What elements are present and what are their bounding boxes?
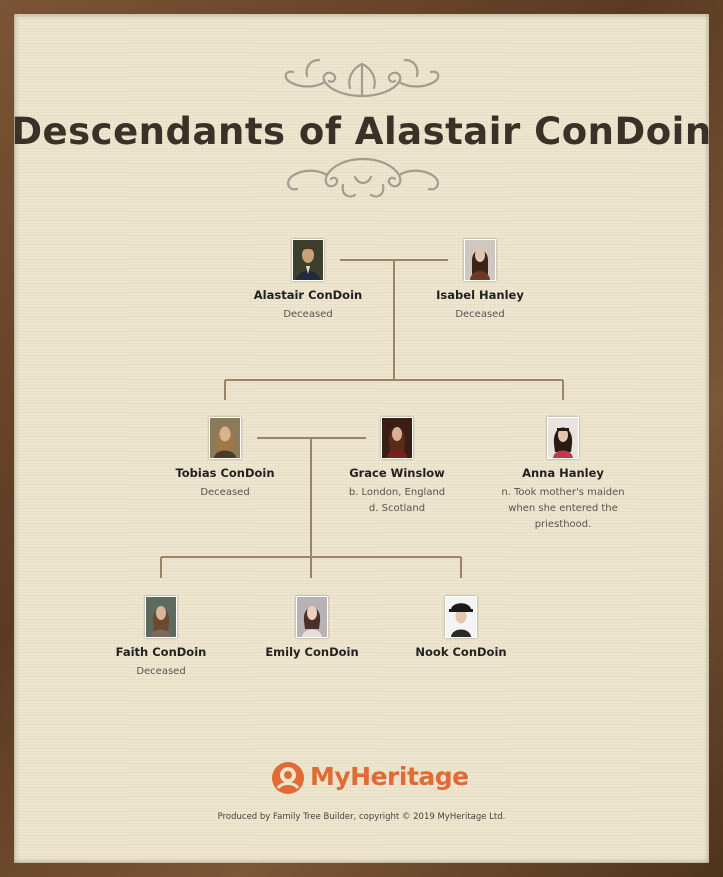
person-name: Grace Winslow [312,466,482,480]
avatar [464,239,496,281]
myheritage-logo: MyHeritage [270,760,460,796]
person-isabel[interactable]: Isabel Hanley Deceased [395,239,565,323]
person-detail: n. Took mother's maiden when she entered… [478,485,648,533]
person-name: Isabel Hanley [395,288,565,302]
avatar [547,417,579,459]
person-faith[interactable]: Faith ConDoin Deceased [76,596,246,680]
person-alastair[interactable]: Alastair ConDoin Deceased [223,239,393,323]
avatar [145,596,177,638]
person-detail: Deceased [140,485,310,501]
person-name: Alastair ConDoin [223,288,393,302]
person-nook[interactable]: Nook ConDoin [376,596,546,659]
person-detail: Deceased [223,307,393,323]
person-detail: b. London, England d. Scotland [312,485,482,517]
person-name: Tobias ConDoin [140,466,310,480]
person-name: Faith ConDoin [76,645,246,659]
person-detail: Deceased [76,664,246,680]
avatar [445,596,477,638]
birth-detail: b. London, England [312,485,482,501]
person-name: Anna Hanley [478,466,648,480]
person-tobias[interactable]: Tobias ConDoin Deceased [140,417,310,501]
person-grace[interactable]: Grace Winslow b. London, England d. Scot… [312,417,482,517]
person-emily[interactable]: Emily ConDoin [227,596,397,659]
person-anna[interactable]: Anna Hanley n. Took mother's maiden when… [478,417,648,533]
death-detail: d. Scotland [312,501,482,517]
avatar [296,596,328,638]
person-name: Nook ConDoin [376,645,546,659]
person-name: Emily ConDoin [227,645,397,659]
footer-credit: Produced by Family Tree Builder, copyrig… [0,812,723,822]
brand-name: MyHeritage [310,762,469,791]
note-line: n. Took mother's maiden [478,485,648,501]
note-line: priesthood. [478,517,648,533]
myheritage-logo-icon [270,760,306,796]
person-detail: Deceased [395,307,565,323]
note-line: when she entered the [478,501,648,517]
avatar [292,239,324,281]
avatar [209,417,241,459]
avatar [381,417,413,459]
